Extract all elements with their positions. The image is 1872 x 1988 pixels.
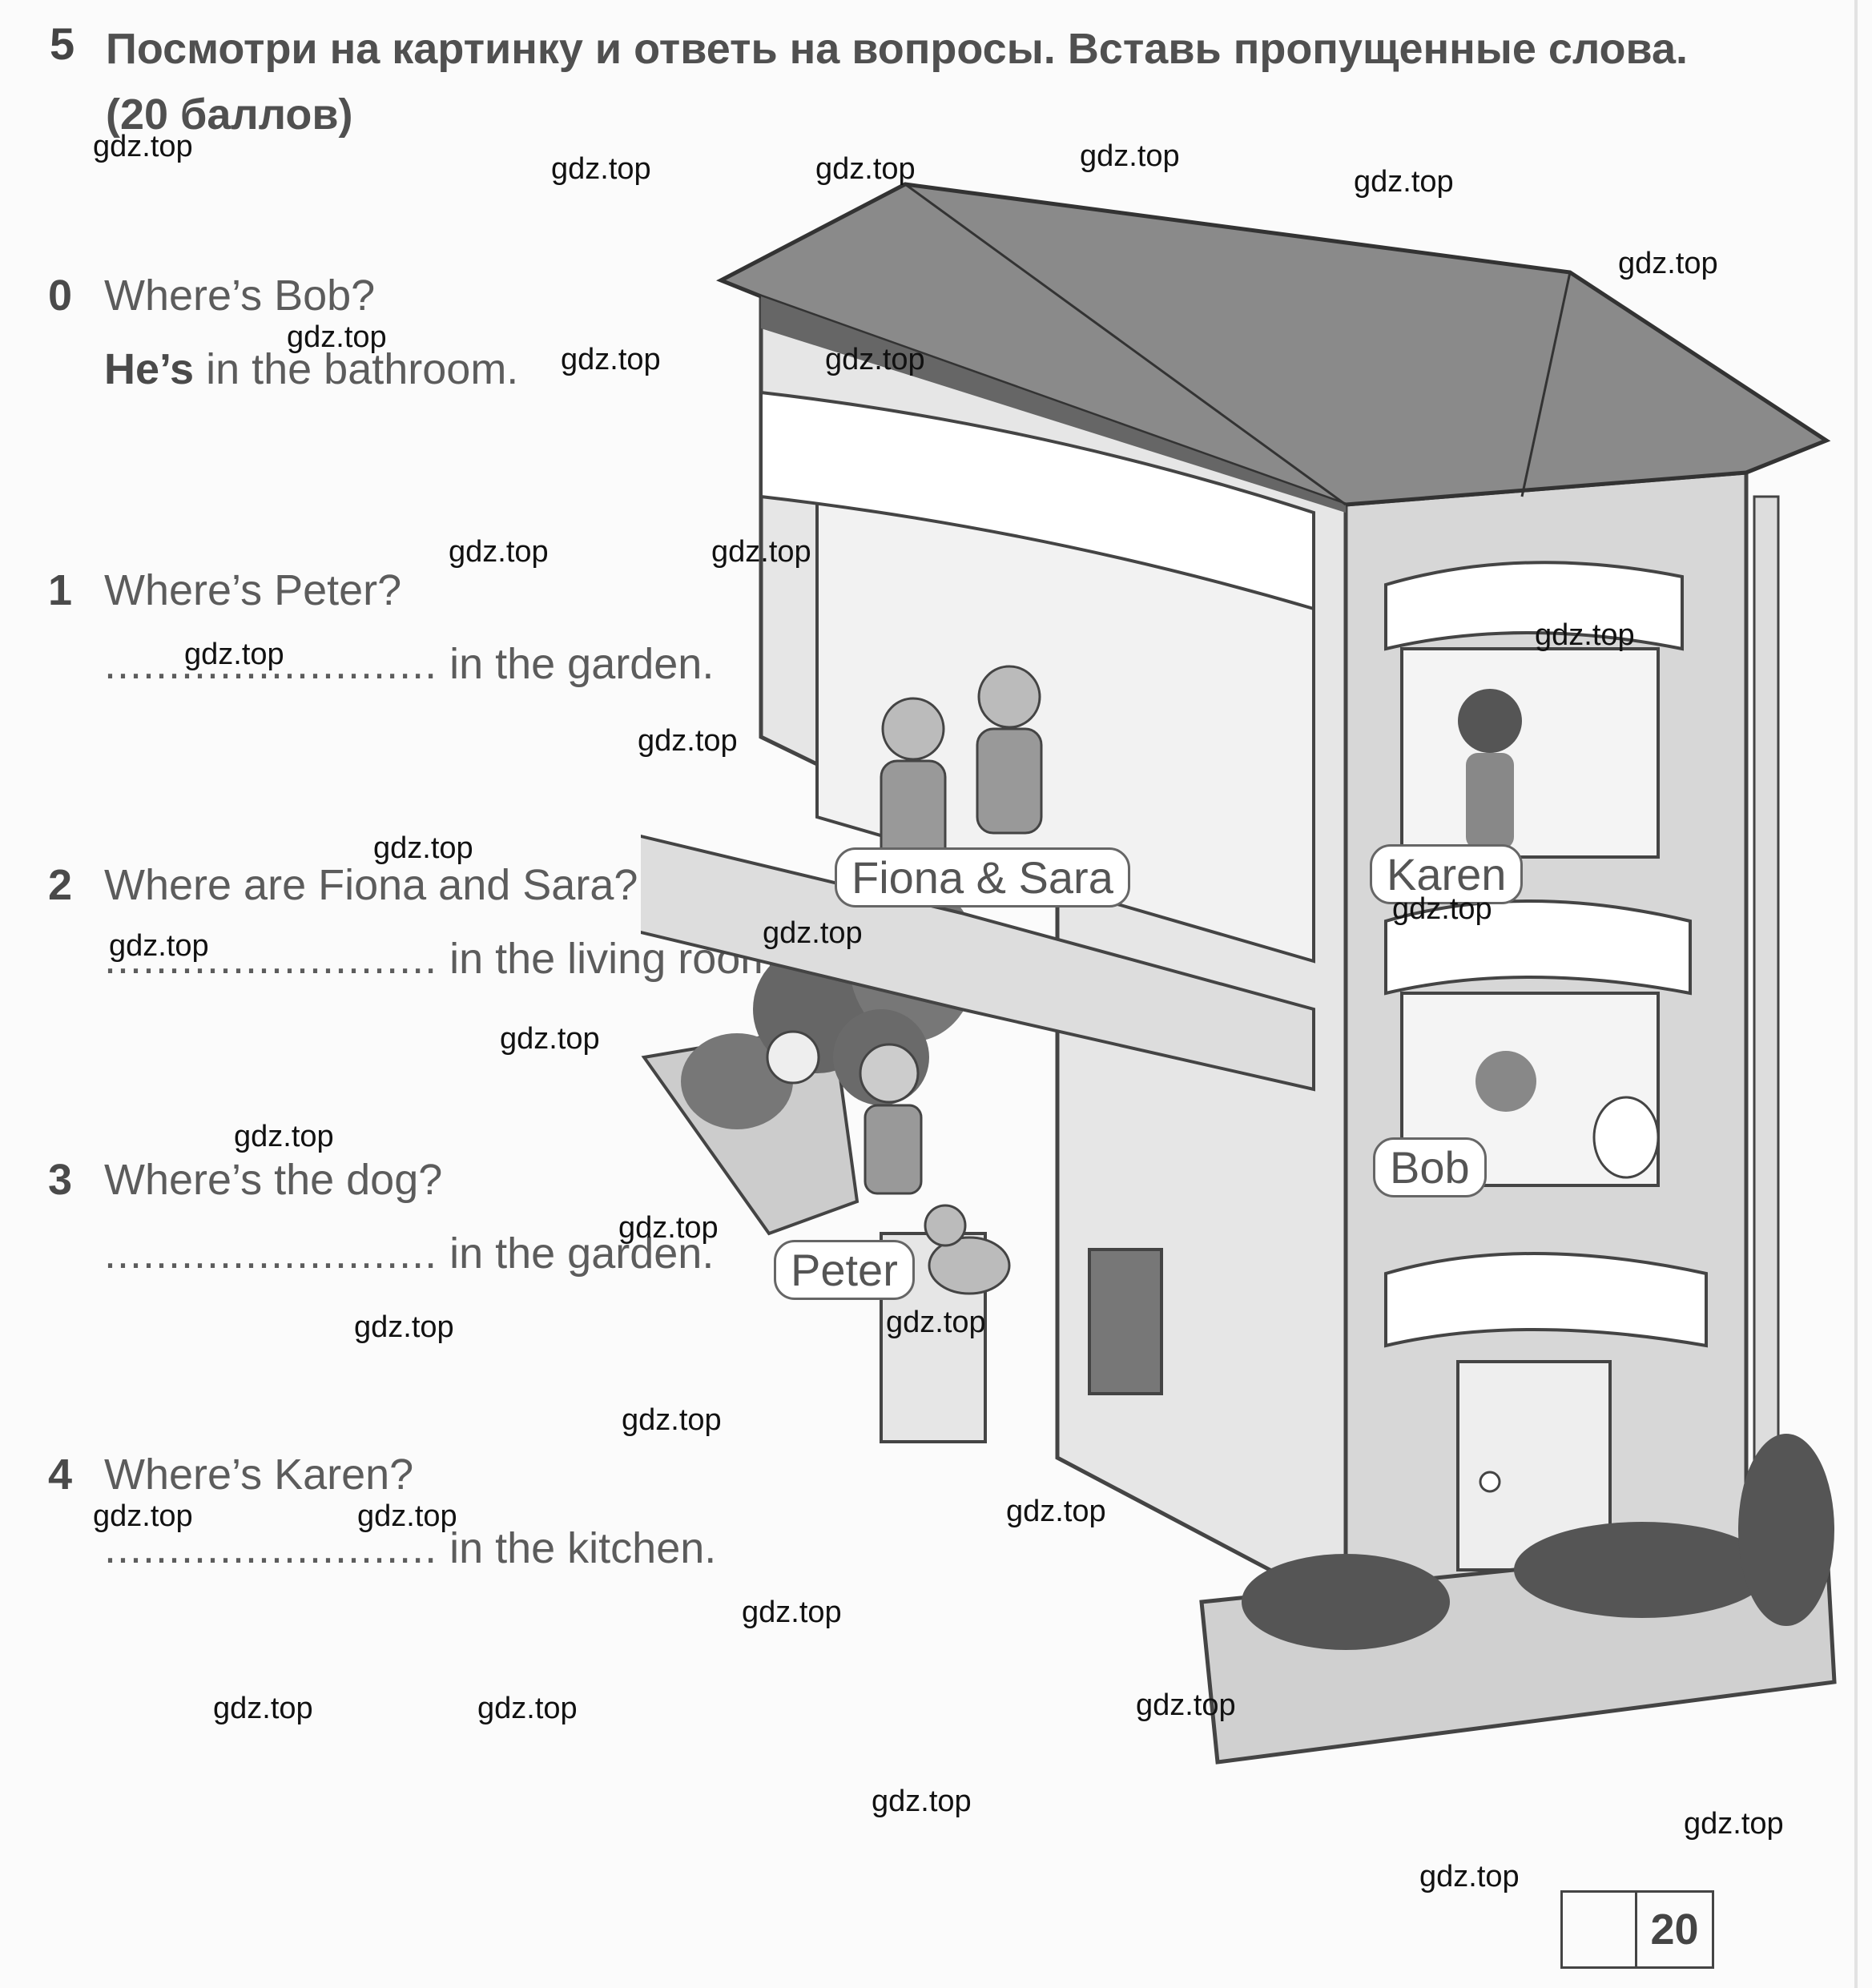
answer-blank[interactable]: ..........................	[104, 1524, 438, 1572]
watermark: gdz.top	[93, 130, 193, 163]
question-number: 3	[48, 1156, 73, 1204]
watermark: gdz.top	[109, 929, 209, 963]
label-peter: Peter	[774, 1240, 915, 1300]
watermark: gdz.top	[825, 343, 925, 376]
peter-figure	[766, 1030, 923, 1195]
watermark: gdz.top	[500, 1022, 600, 1056]
answer-line: .......................... in the garden…	[104, 1229, 714, 1278]
watermark: gdz.top	[742, 1596, 842, 1629]
kitchen-window	[1384, 561, 1684, 859]
question-number: 4	[48, 1451, 73, 1499]
watermark: gdz.top	[477, 1692, 578, 1725]
watermark: gdz.top	[184, 638, 284, 671]
answer-line: He’s in the bathroom.	[104, 344, 518, 394]
watermark: gdz.top	[373, 831, 473, 865]
answer-text: in the kitchen.	[437, 1524, 717, 1572]
label-karen: Karen	[1370, 844, 1524, 904]
answer-text: in the garden.	[437, 1229, 715, 1278]
task-instructions: Посмотри на картинку и ответь на вопросы…	[106, 25, 1689, 139]
watermark: gdz.top	[872, 1785, 972, 1818]
question-text: Where’s the dog?	[104, 1156, 443, 1204]
roof	[716, 182, 1831, 513]
watermark: gdz.top	[354, 1310, 454, 1344]
watermark: gdz.top	[357, 1499, 457, 1533]
living-room-window	[759, 390, 1315, 964]
watermark: gdz.top	[561, 343, 661, 376]
score-input[interactable]	[1563, 1893, 1637, 1966]
watermark: gdz.top	[1419, 1860, 1520, 1893]
question-text: Where’s Bob?	[104, 272, 376, 320]
front-hedge	[1199, 1434, 1837, 1765]
answer-example: He’s	[104, 345, 195, 393]
answer-line: .......................... in the kitche…	[104, 1523, 716, 1573]
answer-text: in the bathroom.	[194, 345, 519, 393]
watermark: gdz.top	[1354, 165, 1454, 199]
watermark: gdz.top	[711, 535, 811, 569]
answer-line: .......................... in the living…	[104, 934, 788, 984]
question-text: Where are Fiona and Sara?	[104, 861, 638, 909]
watermark: gdz.top	[213, 1692, 313, 1725]
answer-blank[interactable]: ..........................	[104, 640, 438, 688]
watermark: gdz.top	[618, 1211, 719, 1245]
house-illustration	[641, 182, 1837, 1765]
watermark: gdz.top	[551, 152, 651, 186]
score-box: 20	[1560, 1890, 1714, 1969]
answer-text: in the garden.	[437, 640, 715, 688]
task-number: 5	[50, 18, 75, 69]
watermark: gdz.top	[1136, 1688, 1236, 1722]
watermark: gdz.top	[622, 1403, 722, 1437]
question-number: 2	[48, 861, 73, 909]
watermark: gdz.top	[815, 152, 916, 186]
answer-line: .......................... in the garden…	[104, 639, 714, 689]
dog-figure	[924, 1204, 1011, 1295]
answer-blank[interactable]: ..........................	[104, 935, 438, 983]
page-edge	[1854, 0, 1858, 1988]
label-fiona-sara: Fiona & Sara	[835, 847, 1130, 907]
watermark: gdz.top	[1684, 1807, 1784, 1841]
watermark: gdz.top	[638, 724, 738, 758]
watermark: gdz.top	[93, 1499, 193, 1533]
watermark: gdz.top	[449, 535, 549, 569]
watermark: gdz.top	[234, 1120, 334, 1153]
watermark: gdz.top	[1080, 139, 1180, 173]
watermark: gdz.top	[763, 916, 863, 950]
watermark: gdz.top	[1618, 247, 1718, 280]
question-number: 0	[48, 272, 73, 320]
watermark: gdz.top	[1392, 892, 1492, 926]
watermark: gdz.top	[886, 1306, 986, 1339]
bathroom-window	[1384, 899, 1692, 1187]
score-max: 20	[1650, 1906, 1699, 1954]
watermark: gdz.top	[1535, 618, 1635, 652]
answer-blank[interactable]: ..........................	[104, 1229, 438, 1278]
question-text: Where’s Peter?	[104, 566, 402, 614]
label-bob: Bob	[1373, 1137, 1487, 1197]
watermark: gdz.top	[287, 320, 387, 354]
question-text: Where’s Karen?	[104, 1451, 414, 1499]
question-number: 1	[48, 566, 73, 614]
watermark: gdz.top	[1006, 1495, 1106, 1528]
